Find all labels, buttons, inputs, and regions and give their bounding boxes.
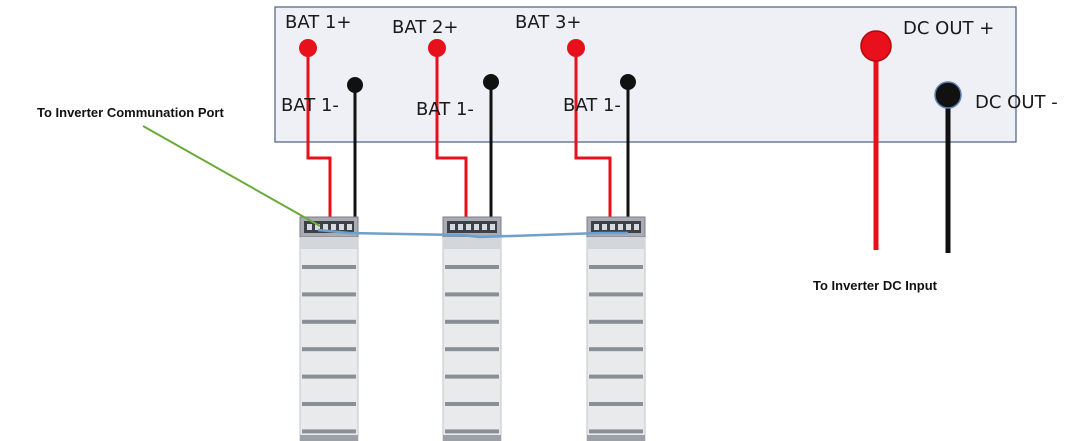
battery-body bbox=[299, 216, 359, 441]
positive-wires bbox=[306, 48, 612, 218]
bat3-negative-label: BAT 1- bbox=[563, 95, 621, 116]
battery-port bbox=[339, 224, 344, 230]
battery-module-slot bbox=[589, 319, 643, 324]
battery-port bbox=[307, 224, 312, 230]
battery-module-slot bbox=[589, 292, 643, 297]
battery-body bbox=[442, 216, 502, 441]
battery-port bbox=[618, 224, 623, 230]
battery-module-slot bbox=[445, 292, 499, 297]
battery-port bbox=[594, 224, 599, 230]
battery-body bbox=[586, 216, 646, 441]
dc-out-negative-terminal bbox=[934, 81, 962, 109]
battery-module-slot bbox=[445, 265, 499, 269]
battery-base bbox=[443, 435, 501, 441]
bat1-positive-terminal bbox=[299, 39, 317, 57]
battery-port bbox=[458, 224, 463, 230]
bat2-positive-label: BAT 2+ bbox=[392, 17, 459, 38]
battery-module-slot bbox=[445, 374, 499, 379]
battery-module-slot bbox=[302, 347, 356, 352]
comm-port-pointer bbox=[142, 125, 321, 227]
battery-module-slot bbox=[589, 347, 643, 352]
battery-head-skirt bbox=[587, 237, 645, 249]
battery-module-slot bbox=[589, 429, 643, 434]
battery-base bbox=[587, 435, 645, 441]
battery-module-slot bbox=[302, 429, 356, 434]
battery-port bbox=[482, 224, 487, 230]
battery-port bbox=[626, 224, 631, 230]
battery-module-slot bbox=[302, 374, 356, 379]
battery-1 bbox=[299, 216, 359, 441]
comm-link-cable bbox=[317, 228, 628, 239]
dc-out-negative-label: DC OUT - bbox=[975, 92, 1058, 113]
battery-module-slot bbox=[302, 402, 356, 406]
battery-port bbox=[347, 224, 352, 230]
bat1-negative-terminal bbox=[347, 77, 363, 93]
battery-head-skirt bbox=[443, 237, 501, 249]
battery-module-slot bbox=[589, 402, 643, 406]
battery-port bbox=[610, 224, 615, 230]
battery-port bbox=[634, 224, 639, 230]
battery-module-slot bbox=[445, 402, 499, 406]
battery-module-slot bbox=[302, 292, 356, 297]
battery-module-slot bbox=[445, 319, 499, 324]
dc-out-positive-terminal bbox=[860, 30, 892, 62]
comm-port-annotation: To Inverter Communation Port bbox=[37, 105, 224, 120]
bat1-positive-label: BAT 1+ bbox=[285, 12, 352, 33]
bat2-positive-terminal bbox=[428, 39, 446, 57]
battery-port bbox=[323, 224, 328, 230]
battery-port bbox=[331, 224, 336, 230]
battery-module-slot bbox=[589, 374, 643, 379]
dc-out-positive-label: DC OUT + bbox=[903, 18, 994, 39]
battery-port bbox=[474, 224, 479, 230]
bat3-positive-terminal bbox=[567, 39, 585, 57]
battery-port bbox=[490, 224, 495, 230]
battery-port bbox=[450, 224, 455, 230]
battery-module-slot bbox=[302, 265, 356, 269]
battery-port bbox=[602, 224, 607, 230]
battery-2 bbox=[442, 216, 502, 441]
bat1-negative-label: BAT 1- bbox=[281, 95, 339, 116]
battery-stacks bbox=[299, 216, 646, 441]
battery-module-slot bbox=[445, 347, 499, 352]
battery-module-slot bbox=[302, 319, 356, 324]
bat2-negative-label: BAT 1- bbox=[416, 99, 474, 120]
bat3-positive-label: BAT 3+ bbox=[515, 12, 582, 33]
bat2-negative-terminal bbox=[483, 74, 499, 90]
battery-base bbox=[300, 435, 358, 441]
battery-head-skirt bbox=[300, 237, 358, 249]
battery-module-slot bbox=[589, 265, 643, 269]
battery-port bbox=[466, 224, 471, 230]
combiner-box bbox=[274, 6, 1017, 143]
battery-module-slot bbox=[445, 429, 499, 434]
battery-3 bbox=[586, 216, 646, 441]
bat3-negative-terminal bbox=[620, 74, 636, 90]
dc-input-annotation: To Inverter DC Input bbox=[813, 278, 938, 293]
negative-wires bbox=[353, 82, 630, 218]
battery-port bbox=[315, 224, 320, 230]
